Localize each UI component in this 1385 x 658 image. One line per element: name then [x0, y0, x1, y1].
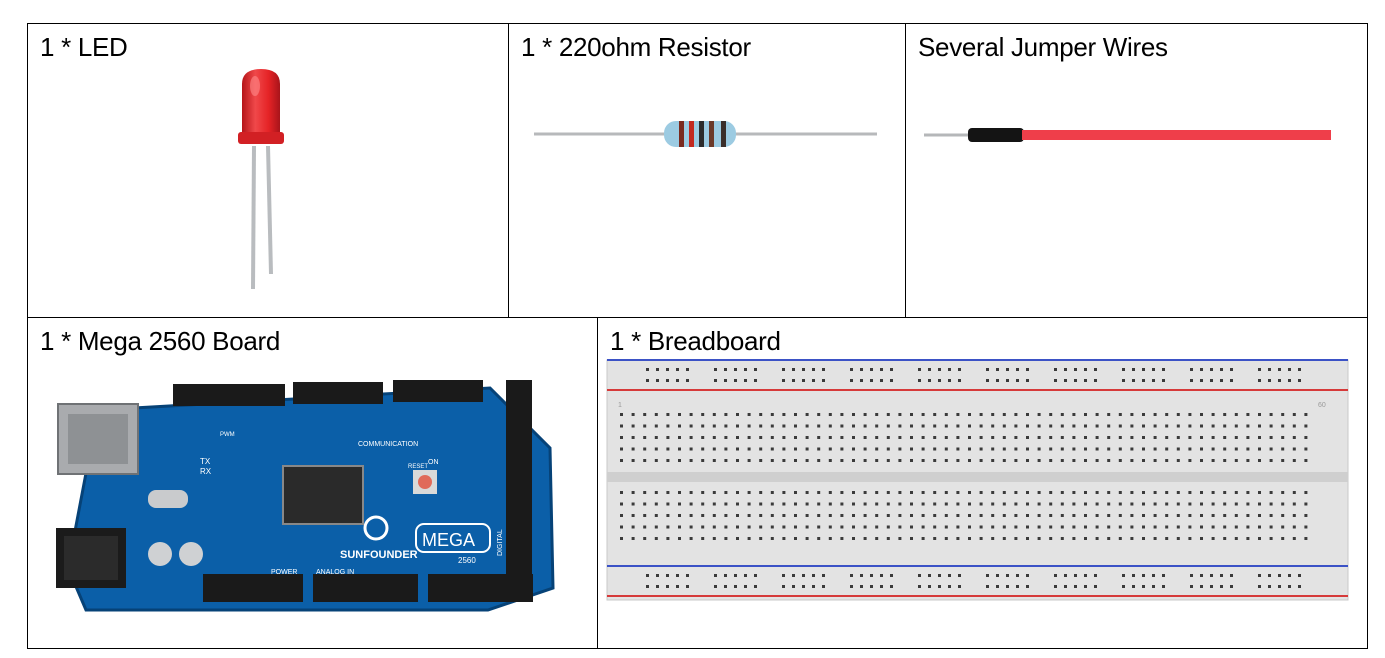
breadboard-col-60: 60: [1318, 402, 1326, 409]
mega-board-image: SUNFOUNDER MEGA 2560 COMMUNICATION POWER…: [56, 380, 555, 612]
board-digital-label: DIGITAL: [497, 529, 504, 556]
led-image: [238, 69, 284, 290]
resistor-image: [534, 121, 877, 147]
board-analog-label: ANALOG IN: [316, 569, 354, 576]
cell-resistor: 1 * 220ohm Resistor: [508, 23, 906, 318]
board-rx-label: RX: [200, 467, 212, 476]
breadboard-image: 1 60: [606, 359, 1349, 601]
board-tx-label: TX: [200, 457, 211, 466]
jumper-wire-image: [924, 128, 1331, 142]
board-on-label: ON: [428, 459, 439, 466]
cell-jumper-wires: Several Jumper Wires: [905, 23, 1368, 318]
cell-breadboard: 1 * Breadboard 1 60: [597, 317, 1368, 649]
mega-board-label: 1 * Mega 2560 Board: [40, 326, 281, 356]
board-brand-text: SUNFOUNDER: [340, 549, 418, 561]
board-model-text: MEGA: [422, 530, 475, 550]
cell-mega-board: 1 * Mega 2560 Board SUNFOUNDER: [27, 317, 598, 649]
board-pwm-label: PWM: [220, 432, 235, 438]
board-model-number: 2560: [458, 556, 476, 565]
board-power-label: POWER: [271, 569, 297, 576]
resistor-label: 1 * 220ohm Resistor: [521, 32, 751, 62]
breadboard-holes: [620, 368, 1308, 588]
jumper-wires-label: Several Jumper Wires: [918, 32, 1168, 62]
breadboard-label: 1 * Breadboard: [610, 326, 781, 356]
led-label: 1 * LED: [40, 32, 128, 62]
board-communication-label: COMMUNICATION: [358, 441, 418, 448]
breadboard-col-1: 1: [618, 402, 622, 409]
board-reset-label: RESET: [408, 464, 428, 470]
cell-led: 1 * LED: [27, 23, 509, 318]
